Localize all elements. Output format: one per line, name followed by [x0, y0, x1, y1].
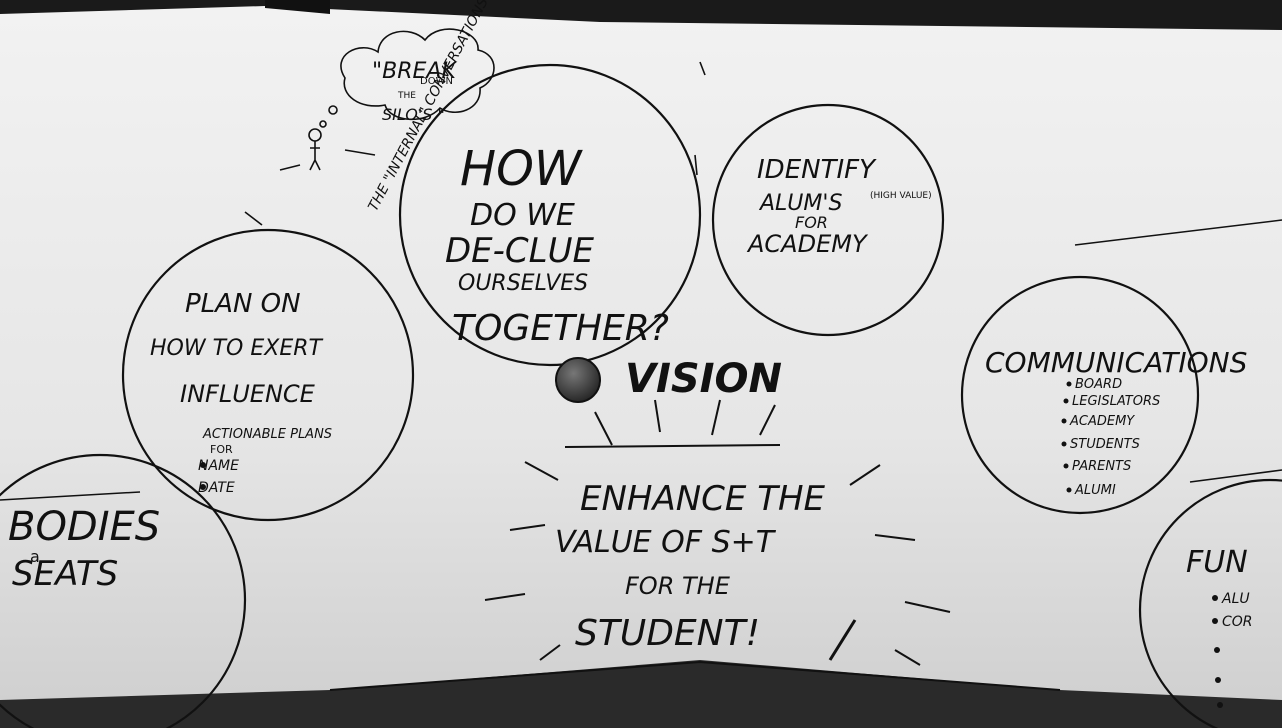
- question-line-ourselves: OURSELVES: [458, 271, 588, 296]
- enhance-line1: ENHANCE THE: [580, 479, 826, 519]
- break-text: "BREAK: [372, 59, 457, 84]
- enhance-rays: [484, 399, 951, 666]
- plan-line5: FOR: [210, 443, 233, 456]
- identify-line2: ALUM'S: [758, 191, 842, 216]
- plan-line3: INFLUENCE: [180, 380, 316, 408]
- comm-bullet-alumi: ALUMI: [1074, 483, 1116, 498]
- vision-dot: [555, 357, 601, 403]
- the-text: THE: [397, 91, 416, 101]
- question-circle: [398, 63, 702, 367]
- down-text: DOWN: [420, 76, 453, 87]
- identify-note: (HIGH VALUE): [870, 191, 932, 201]
- board-surface: [0, 6, 1282, 716]
- vision-label: VISION: [625, 356, 782, 402]
- identify-line1: IDENTIFY: [757, 155, 877, 185]
- fun-title: FUN: [1186, 545, 1248, 580]
- bodies-line2: a: [30, 547, 40, 566]
- question-line-declue: DE-CLUE: [445, 231, 595, 271]
- fun-bullet-2: COR: [1222, 614, 1253, 630]
- identify-line3: FOR: [795, 213, 828, 232]
- identify-circle: [711, 103, 945, 337]
- communications-circle: [960, 275, 1200, 515]
- question-line-together: TOGETHER?: [452, 308, 669, 349]
- question-line-how: HOW: [460, 141, 583, 197]
- enhance-line4: STUDENT!: [575, 613, 760, 654]
- comm-bullet-parents: PARENTS: [1072, 459, 1131, 474]
- bodies-circle: [0, 453, 247, 728]
- comm-bullet-academy: ACADEMY: [1069, 414, 1135, 429]
- comm-bullet-legislators: LEGISLATORS: [1072, 394, 1160, 409]
- question-line-do-we: DO WE: [470, 198, 575, 233]
- bodies-line3: SEATS: [12, 554, 118, 594]
- identify-line4: ACADEMY: [746, 230, 869, 258]
- communications-title: COMMUNICATIONS: [985, 346, 1247, 379]
- plan-bullet-name: NAME: [198, 458, 239, 474]
- fun-circle: [1138, 478, 1282, 728]
- fun-bullet-1: ALU: [1221, 591, 1250, 607]
- comm-bullet-students: STUDENTS: [1070, 437, 1140, 452]
- comm-bullet-board: BOARD: [1075, 377, 1122, 392]
- break-down-silos-note: [308, 28, 495, 171]
- silos-text: SILO'S ": [382, 105, 445, 124]
- plan-line1: PLAN ON: [185, 289, 301, 319]
- board-bottom-edge: [0, 660, 1282, 728]
- plan-line4: ACTIONABLE PLANS: [202, 427, 332, 442]
- bodies-line1: BODIES: [8, 504, 160, 550]
- plan-bullet-date: DATE: [198, 480, 235, 496]
- plan-line2: HOW TO EXERT: [150, 336, 324, 361]
- enhance-line3: FOR THE: [625, 572, 731, 600]
- enhance-line2: VALUE OF S+T: [555, 525, 777, 560]
- plan-circle: [121, 228, 415, 522]
